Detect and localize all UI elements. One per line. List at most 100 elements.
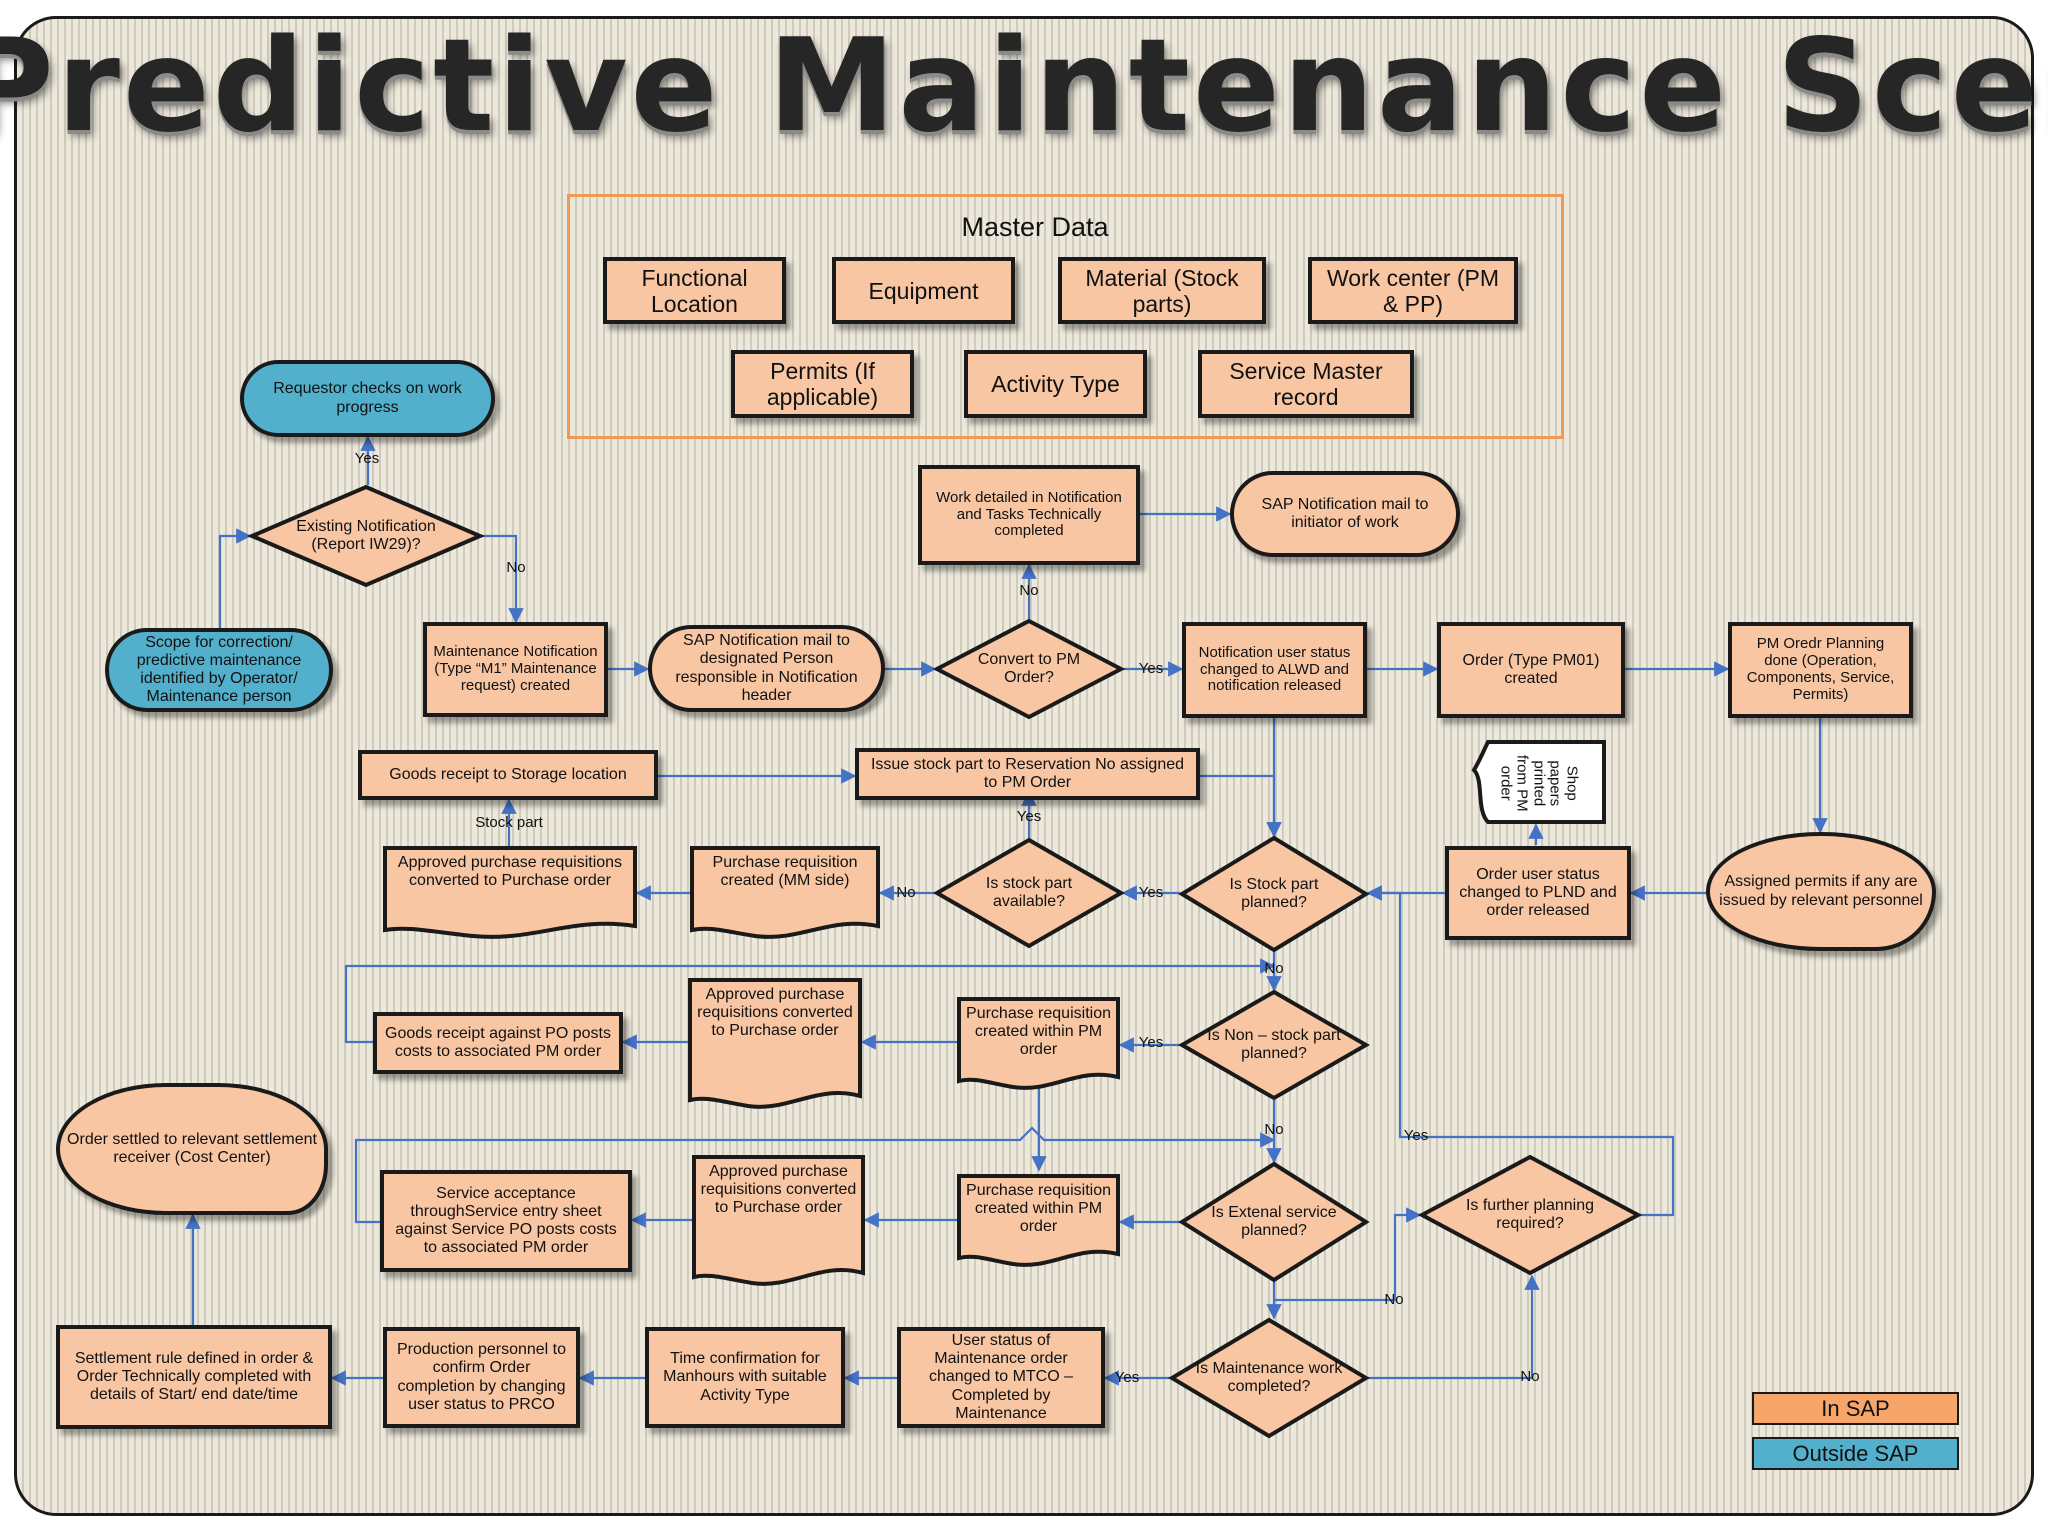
label-no-external: No — [1384, 1291, 1404, 1308]
label-stock-part: Stock part — [475, 814, 543, 831]
edge-existing-maintnotif — [482, 534, 524, 624]
pr-within-pm-2-label: Purchase requisition created within PM o… — [966, 1182, 1111, 1236]
time-confirmation: Time confirmation for Manhours with suit… — [645, 1327, 845, 1428]
shop-papers-printed: Shop papers printed from PM order — [1470, 740, 1606, 826]
doc-shape — [383, 846, 637, 939]
pr-mm-side-label: Purchase requisition created (MM side) — [712, 854, 858, 890]
md-permits: Permits (If applicable) — [731, 350, 914, 418]
further-planning-label: Is further planning required? — [1465, 1196, 1595, 1232]
convert-pm-decision: Convert to PM Order? — [932, 618, 1126, 720]
edge-grpo-loop — [344, 958, 1276, 1044]
order-pm01-created: Order (Type PM01) created — [1437, 622, 1625, 718]
maintenance-completed-decision: Is Maintenance work completed? — [1168, 1317, 1370, 1439]
pr-within-pm-1: Purchase requisition created within PM o… — [957, 997, 1120, 1090]
md-service-master: Service Master record — [1198, 350, 1414, 418]
requestor-checks-progress: Requestor checks on work progress — [240, 360, 495, 437]
diamond-shape — [1178, 835, 1370, 953]
settlement-rule-defined: Settlement rule defined in order & Order… — [56, 1325, 332, 1429]
master-data-group — [567, 194, 1564, 439]
edge-further-stockplanned — [1366, 885, 1675, 1217]
legend-outside-sap: Outside SAP — [1752, 1437, 1959, 1470]
label-no-nonstock: No — [1264, 1121, 1284, 1138]
doc-shape — [692, 1155, 865, 1286]
production-confirm-prco: Production personnel to confirm Order co… — [383, 1327, 580, 1428]
convert-pm-label: Convert to PM Order? — [977, 650, 1081, 686]
diamond-shape — [1177, 989, 1371, 1101]
diamond-shape — [932, 618, 1126, 720]
assigned-permits: Assigned permits if any are issued by re… — [1706, 832, 1936, 951]
work-detailed-completed: Work detailed in Notification and Tasks … — [918, 465, 1140, 565]
goods-receipt-po: Goods receipt against PO posts costs to … — [373, 1012, 623, 1074]
maintenance-notification-created: Maintenance Notification (Type “M1” Main… — [423, 622, 608, 717]
pr-within-pm-1-label: Purchase requisition created within PM o… — [966, 1005, 1111, 1059]
external-service-decision: Is Extenal service planned? — [1178, 1161, 1370, 1283]
label-no-stockplanned: No — [1264, 960, 1284, 977]
pr-within-pm-2: Purchase requisition created within PM o… — [957, 1174, 1120, 1267]
doc-shape — [957, 1174, 1120, 1267]
doc-shape — [1471, 740, 1606, 824]
further-planning-decision: Is further planning required? — [1417, 1154, 1643, 1276]
non-stock-planned-label: Is Non – stock part planned? — [1207, 1026, 1341, 1062]
md-functional-location: Functional Location — [603, 257, 786, 324]
non-stock-planned-decision: Is Non – stock part planned? — [1177, 989, 1371, 1101]
approved-pr-po-2: Approved purchase requisitions converted… — [688, 978, 862, 1110]
maintenance-completed-label: Is Maintenance work completed? — [1195, 1359, 1343, 1395]
approved-pr-po-2-label: Approved purchase requisitions converted… — [697, 986, 853, 1040]
approved-pr-po-1: Approved purchase requisitions converted… — [383, 846, 637, 939]
service-acceptance: Service acceptance throughService entry … — [380, 1170, 632, 1272]
stock-available-decision: Is stock part available? — [932, 837, 1126, 949]
diamond-shape — [246, 484, 486, 588]
sap-mail-initiator: SAP Notification mail to initiator of wo… — [1230, 471, 1460, 557]
label-yes-stockavail: Yes — [1016, 808, 1042, 825]
label-yes-requestor: Yes — [354, 450, 380, 467]
label-yes-stockplanned: Yes — [1138, 884, 1164, 901]
approved-pr-po-3: Approved purchase requisitions converted… — [692, 1155, 865, 1287]
scope-identified: Scope for correction/ predictive mainten… — [105, 628, 333, 712]
slide-title: Predictive Maintenance Scenario — [0, 22, 2048, 152]
notification-status-alwd: Notification user status changed to ALWD… — [1182, 622, 1367, 718]
edge-external-further — [1274, 1207, 1422, 1302]
order-status-plnd: Order user status changed to PLND and or… — [1445, 846, 1631, 940]
label-no-convert: No — [1019, 582, 1039, 599]
pm-order-planning: PM Oredr Planning done (Operation, Compo… — [1728, 622, 1913, 718]
edge-maintcompleted-further — [1368, 1274, 1540, 1380]
label-yes-convert: Yes — [1138, 660, 1164, 677]
doc-shape — [690, 846, 880, 939]
doc-shape — [688, 978, 862, 1109]
label-no-maintcompleted: No — [1520, 1368, 1540, 1385]
edge-scope-existing — [218, 528, 252, 636]
sap-mail-designated: SAP Notification mail to designated Pers… — [648, 625, 885, 712]
diamond-shape — [932, 837, 1126, 949]
approved-pr-po-3-label: Approved purchase requisitions converted… — [700, 1163, 857, 1217]
stock-planned-decision: Is Stock part planned? — [1178, 835, 1370, 953]
label-yes-nonstock: Yes — [1138, 1034, 1164, 1051]
shop-papers-label: Shop papers printed from PM order — [1497, 754, 1581, 812]
stock-planned-label: Is Stock part planned? — [1229, 875, 1319, 911]
diamond-shape — [1417, 1154, 1643, 1276]
label-no-stockavail: No — [896, 884, 916, 901]
existing-notification-label: Existing Notification (Report IW29)? — [296, 517, 436, 553]
master-data-title: Master Data — [961, 212, 1109, 242]
md-equipment: Equipment — [832, 257, 1015, 324]
approved-pr-po-1-label: Approved purchase requisitions converted… — [397, 854, 623, 890]
legend-in-sap: In SAP — [1752, 1392, 1959, 1425]
md-material: Material (Stock parts) — [1058, 257, 1266, 324]
existing-notification-decision: Existing Notification (Report IW29)? — [246, 484, 486, 588]
md-work-center: Work center (PM & PP) — [1308, 257, 1518, 324]
order-settled: Order settled to relevant settlement rec… — [56, 1083, 328, 1215]
diamond-shape — [1178, 1161, 1370, 1283]
goods-receipt-storage: Goods receipt to Storage location — [358, 750, 658, 800]
edge-service-loop — [354, 1126, 1276, 1224]
edge-issue-stockplanned — [1200, 774, 1282, 838]
md-activity-type: Activity Type — [964, 350, 1147, 418]
label-yes-maintcompleted: Yes — [1114, 1369, 1140, 1386]
label-yes-further: Yes — [1403, 1127, 1429, 1144]
diamond-shape — [1168, 1317, 1370, 1439]
user-status-mtco: User status of Maintenance order changed… — [897, 1327, 1105, 1428]
external-service-label: Is Extenal service planned? — [1211, 1203, 1337, 1239]
doc-shape — [957, 997, 1120, 1090]
pr-mm-side: Purchase requisition created (MM side) — [690, 846, 880, 939]
stock-available-label: Is stock part available? — [985, 874, 1073, 910]
issue-stock-part: Issue stock part to Reservation No assig… — [855, 748, 1200, 800]
